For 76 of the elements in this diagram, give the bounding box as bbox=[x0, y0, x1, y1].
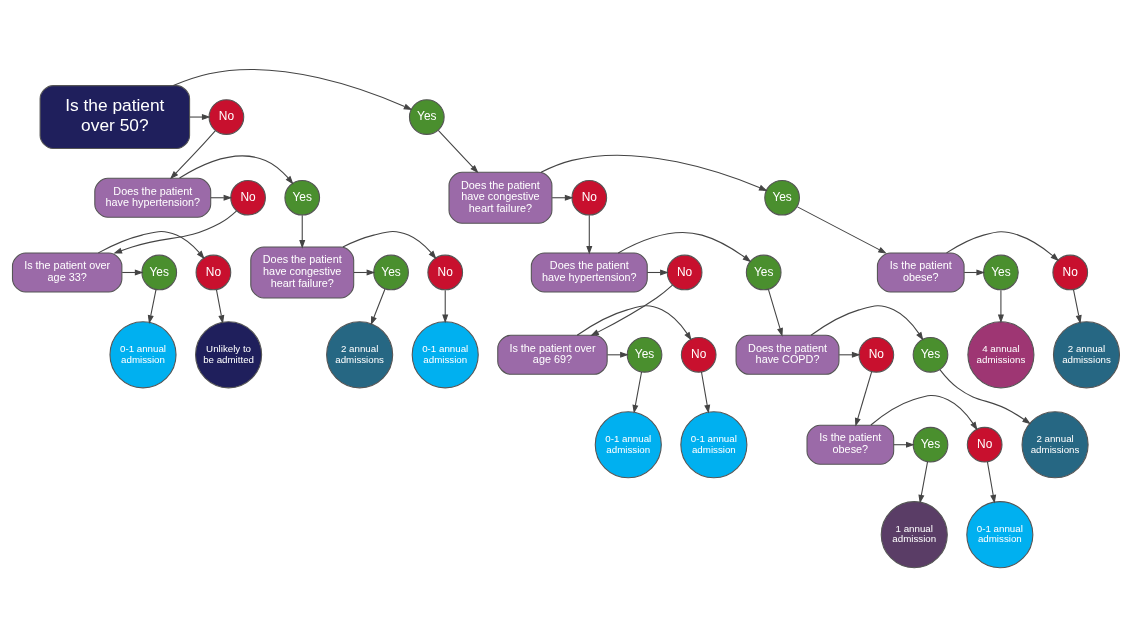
arrow bbox=[342, 230, 437, 260]
arrow bbox=[854, 371, 873, 427]
node-box: Is the patient over age 33? bbox=[11, 252, 123, 293]
arrow bbox=[353, 269, 376, 276]
node-box: Does the patient have COPD? bbox=[735, 334, 840, 375]
node-box: Does the patient have hypertension? bbox=[94, 177, 212, 218]
arrow bbox=[299, 214, 306, 249]
node-box: Does the patient have congestive heart failure? bbox=[448, 171, 553, 224]
arrow bbox=[810, 305, 924, 341]
arrow bbox=[442, 289, 449, 324]
arrow bbox=[946, 231, 1060, 262]
node-circle: 0-1 annual admission bbox=[680, 411, 748, 479]
node-circle: Yes bbox=[764, 179, 800, 216]
node-circle: No bbox=[208, 99, 245, 135]
arrow bbox=[147, 289, 157, 324]
node-circle: No bbox=[427, 254, 464, 291]
node-box: Does the patient have congestive heart failure? bbox=[250, 246, 355, 299]
arrow bbox=[939, 369, 1031, 425]
node-box: Does the patient have hypertension? bbox=[530, 252, 648, 293]
node-circle: 0-1 annual admission bbox=[966, 501, 1034, 569]
node-circle: Yes bbox=[912, 426, 949, 463]
arrow bbox=[121, 269, 144, 276]
node-circle: Yes bbox=[408, 99, 445, 135]
arrow bbox=[540, 154, 768, 192]
arrow bbox=[590, 284, 673, 337]
arrow bbox=[551, 194, 574, 201]
node-circle: No bbox=[230, 179, 266, 216]
arrow bbox=[838, 351, 861, 358]
node-circle: No bbox=[195, 254, 232, 291]
arrow bbox=[113, 210, 238, 254]
arrow bbox=[918, 461, 929, 504]
arrow bbox=[189, 114, 211, 121]
node-box: Is the patient obese? bbox=[876, 252, 965, 293]
arrow bbox=[215, 289, 225, 324]
node-circle: Yes bbox=[141, 254, 178, 291]
arrow bbox=[632, 371, 643, 414]
node-circle: Yes bbox=[284, 179, 321, 216]
node-circle: Yes bbox=[983, 254, 1019, 291]
arrow bbox=[796, 206, 887, 254]
node-circle: Yes bbox=[373, 254, 409, 291]
arrow bbox=[370, 288, 386, 326]
node-circle: Yes bbox=[745, 254, 782, 291]
node-circle: 0-1 annual admission bbox=[594, 411, 662, 479]
arrow bbox=[172, 69, 413, 111]
arrow bbox=[700, 371, 711, 414]
arrow bbox=[870, 395, 978, 431]
node-circle: 1 annual admission bbox=[880, 501, 948, 569]
node-box: Is the patient obese? bbox=[806, 424, 895, 465]
node-circle: 2 annual admissions bbox=[326, 321, 394, 389]
arrow bbox=[586, 214, 593, 255]
node-circle: Unlikely to be admitted bbox=[195, 321, 263, 389]
arrow bbox=[169, 130, 216, 180]
node-circle: No bbox=[966, 426, 1003, 463]
node-circle: No bbox=[666, 254, 703, 291]
arrow bbox=[437, 129, 479, 174]
arrow bbox=[617, 232, 752, 263]
node-circle: 2 annual admissions bbox=[1052, 321, 1121, 389]
node-circle: No bbox=[858, 336, 895, 373]
arrow bbox=[179, 155, 294, 185]
node-box: Is the patient over age 69? bbox=[497, 334, 608, 375]
arrow bbox=[97, 230, 205, 260]
arrow bbox=[576, 305, 692, 341]
arrow bbox=[606, 351, 629, 358]
node-circle: 0-1 annual admission bbox=[411, 321, 479, 389]
node-circle: No bbox=[680, 336, 717, 373]
arrow bbox=[646, 269, 669, 276]
node-box: Is the patient over 50? bbox=[39, 85, 191, 149]
node-circle: Yes bbox=[912, 336, 949, 373]
node-circle: 4 annual admissions bbox=[967, 321, 1035, 389]
node-circle: 0-1 annual admission bbox=[109, 321, 177, 389]
arrow bbox=[986, 461, 997, 504]
node-circle: No bbox=[571, 179, 608, 216]
arrow bbox=[1073, 289, 1082, 324]
node-circle: Yes bbox=[626, 336, 663, 373]
arrow bbox=[997, 289, 1004, 324]
arrow bbox=[767, 288, 783, 337]
